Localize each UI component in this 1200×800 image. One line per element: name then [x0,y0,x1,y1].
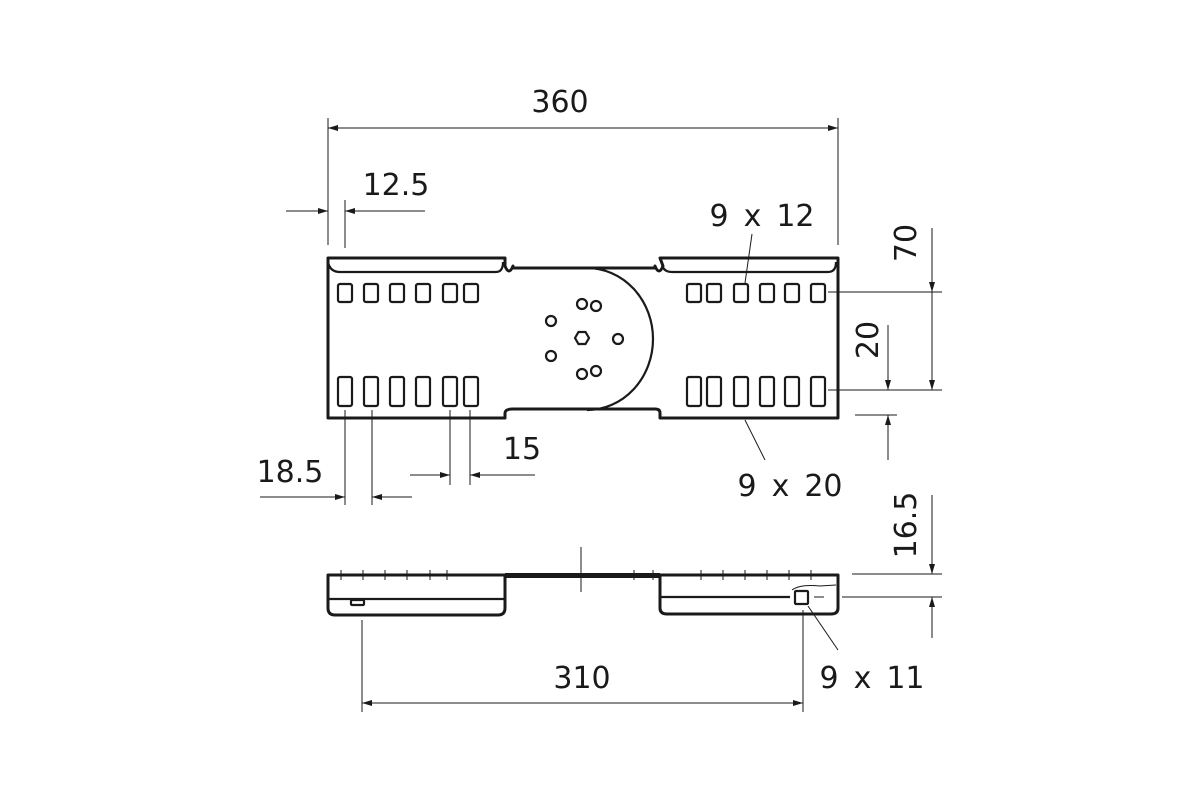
dim-16-5: 16.5 [889,492,924,559]
dim-70: 70 [889,224,924,262]
hex-bolt-icon [573,330,591,346]
bolt-holes [544,297,625,381]
side-slot-left [349,598,366,607]
top-view [326,256,840,420]
dim-360: 360 [531,85,588,120]
side-tick-marks [340,570,812,580]
left-tab-fold [326,261,505,274]
top-slots [336,282,827,304]
side-center-bar [505,573,660,578]
side-left-piece [326,573,507,617]
side-slot-right [793,589,810,606]
side-right-piece [658,573,840,616]
dim-20: 20 [851,321,886,359]
side-view [326,547,840,617]
dim-310: 310 [553,661,610,696]
plate-outline [326,256,840,420]
dimension-lines [260,118,942,712]
dim-18-5: 18.5 [257,455,324,490]
right-tab-fold [660,261,838,274]
dim-9x11: 9 x 11 [819,661,924,696]
dim-15: 15 [503,432,541,467]
dim-12-5: 12.5 [363,168,430,203]
dim-9x12: 9 x 12 [709,199,814,234]
bottom-slots [336,375,827,408]
dimension-labels: 360 12.5 9 x 12 70 20 9 x 20 18.5 15 16.… [257,85,925,696]
semicircle-plate [586,266,655,412]
dim-9x20: 9 x 20 [737,469,842,504]
